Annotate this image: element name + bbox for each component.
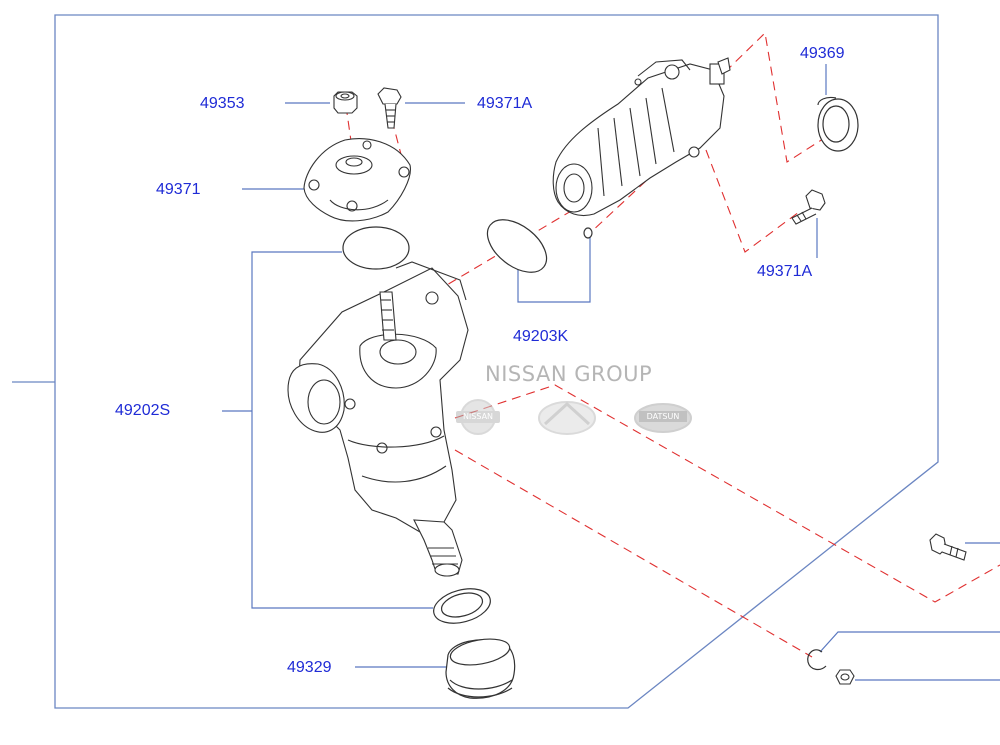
part-label-49203k[interactable]: 49203K <box>513 328 569 345</box>
part-snap-ring[interactable] <box>807 649 827 671</box>
part-49371a-bolt-right[interactable] <box>791 189 826 225</box>
part-49202s-gear-housing[interactable] <box>287 261 469 577</box>
infiniti-logo <box>538 401 596 435</box>
watermark-text: NISSAN GROUP <box>485 362 653 386</box>
part-label-49353[interactable]: 49353 <box>200 95 245 112</box>
part-valve-housing[interactable] <box>552 57 731 217</box>
gasket[interactable] <box>342 226 410 270</box>
assembly-frame <box>12 14 939 709</box>
part-small-nut[interactable] <box>835 669 855 685</box>
part-49329-dust-boot[interactable] <box>445 635 516 699</box>
datsun-logo <box>634 403 692 433</box>
part-label-49371a-top[interactable]: 49371A <box>477 95 533 112</box>
nissan-logo <box>456 399 500 435</box>
part-bolt-right-edge[interactable] <box>929 533 967 561</box>
part-49353-nut[interactable] <box>333 91 358 114</box>
nissan-logo-text: NISSAN <box>462 412 494 421</box>
part-49371-cover[interactable] <box>303 138 411 222</box>
part-49371a-bolt-top[interactable] <box>377 87 402 129</box>
part-49369-seal[interactable] <box>817 96 859 152</box>
datsun-logo-text: DATSUN <box>646 412 680 421</box>
part-label-49202s[interactable]: 49202S <box>115 402 171 419</box>
part-49203k-o-rings[interactable] <box>478 209 593 282</box>
part-label-49371[interactable]: 49371 <box>156 181 201 198</box>
part-label-49329[interactable]: 49329 <box>287 659 332 676</box>
part-label-49369[interactable]: 49369 <box>800 45 845 62</box>
part-seal-ring[interactable] <box>430 583 494 629</box>
part-label-49371a-right[interactable]: 49371A <box>757 263 813 280</box>
